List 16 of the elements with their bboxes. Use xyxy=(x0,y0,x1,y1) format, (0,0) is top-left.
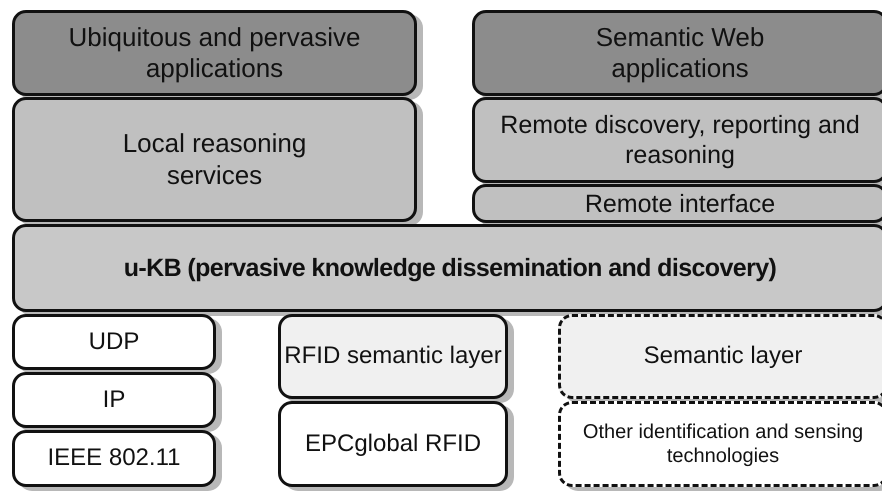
layer-box xyxy=(472,97,882,183)
layer-label: RFID semantic layer xyxy=(284,342,502,371)
layer-label: Remote discovery, reporting and reasoning xyxy=(499,110,861,170)
layer-label: Ubiquitous and pervasive applications xyxy=(68,22,362,84)
layer-label: u-KB (pervasive knowledge dissemination and discovery) xyxy=(124,253,776,283)
layer-label: UDP xyxy=(88,328,140,356)
layer-label: Semantic layer xyxy=(644,342,802,371)
layer-label: Other identification and sensing technologies xyxy=(582,420,864,468)
layer-label: IP xyxy=(102,386,126,414)
layer-label: Local reasoning services xyxy=(122,128,308,191)
layer-label: Remote interface xyxy=(584,188,776,218)
layer-box xyxy=(472,184,882,223)
layer-label: IEEE 802.11 xyxy=(48,444,180,473)
layer-label: EPCglobal RFID xyxy=(304,430,482,458)
layer-box xyxy=(472,10,882,96)
layer-label: Semantic Web applications xyxy=(594,22,766,84)
